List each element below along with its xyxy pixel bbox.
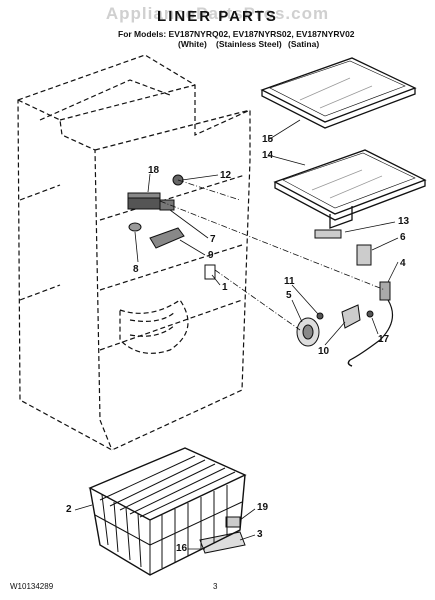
variant-white: (White) xyxy=(178,39,207,49)
document-number: W10134289 xyxy=(10,582,54,591)
variant-satina: (Satina) xyxy=(288,39,320,49)
callout-19: 19 xyxy=(257,502,269,513)
callout-14: 14 xyxy=(262,150,274,161)
callout-17: 17 xyxy=(378,334,390,345)
callout-15: 15 xyxy=(262,134,274,145)
callout-16: 16 xyxy=(176,543,188,554)
watermark: AppliancePartsPros.com xyxy=(105,4,330,23)
callout-9: 9 xyxy=(208,250,214,261)
callout-2: 2 xyxy=(66,504,72,515)
callout-12: 12 xyxy=(220,170,232,181)
callout-4: 4 xyxy=(400,258,406,269)
callout-3: 3 xyxy=(257,529,263,540)
callout-18: 18 xyxy=(148,165,160,176)
models-line: For Models: EV187NYRQ02, EV187NYRS02, EV… xyxy=(118,29,355,39)
callout-11: 11 xyxy=(284,276,295,287)
callout-5: 5 xyxy=(286,290,292,301)
callout-10: 10 xyxy=(318,346,330,357)
page-number: 3 xyxy=(213,582,218,591)
variant-stainless: (Stainless Steel) xyxy=(216,39,282,49)
callout-8: 8 xyxy=(133,264,139,275)
page-title: LINER PARTS xyxy=(157,8,278,25)
callout-13: 13 xyxy=(398,216,410,227)
callout-7: 7 xyxy=(210,234,216,245)
callout-1: 1 xyxy=(222,282,228,293)
callout-6: 6 xyxy=(400,232,406,243)
